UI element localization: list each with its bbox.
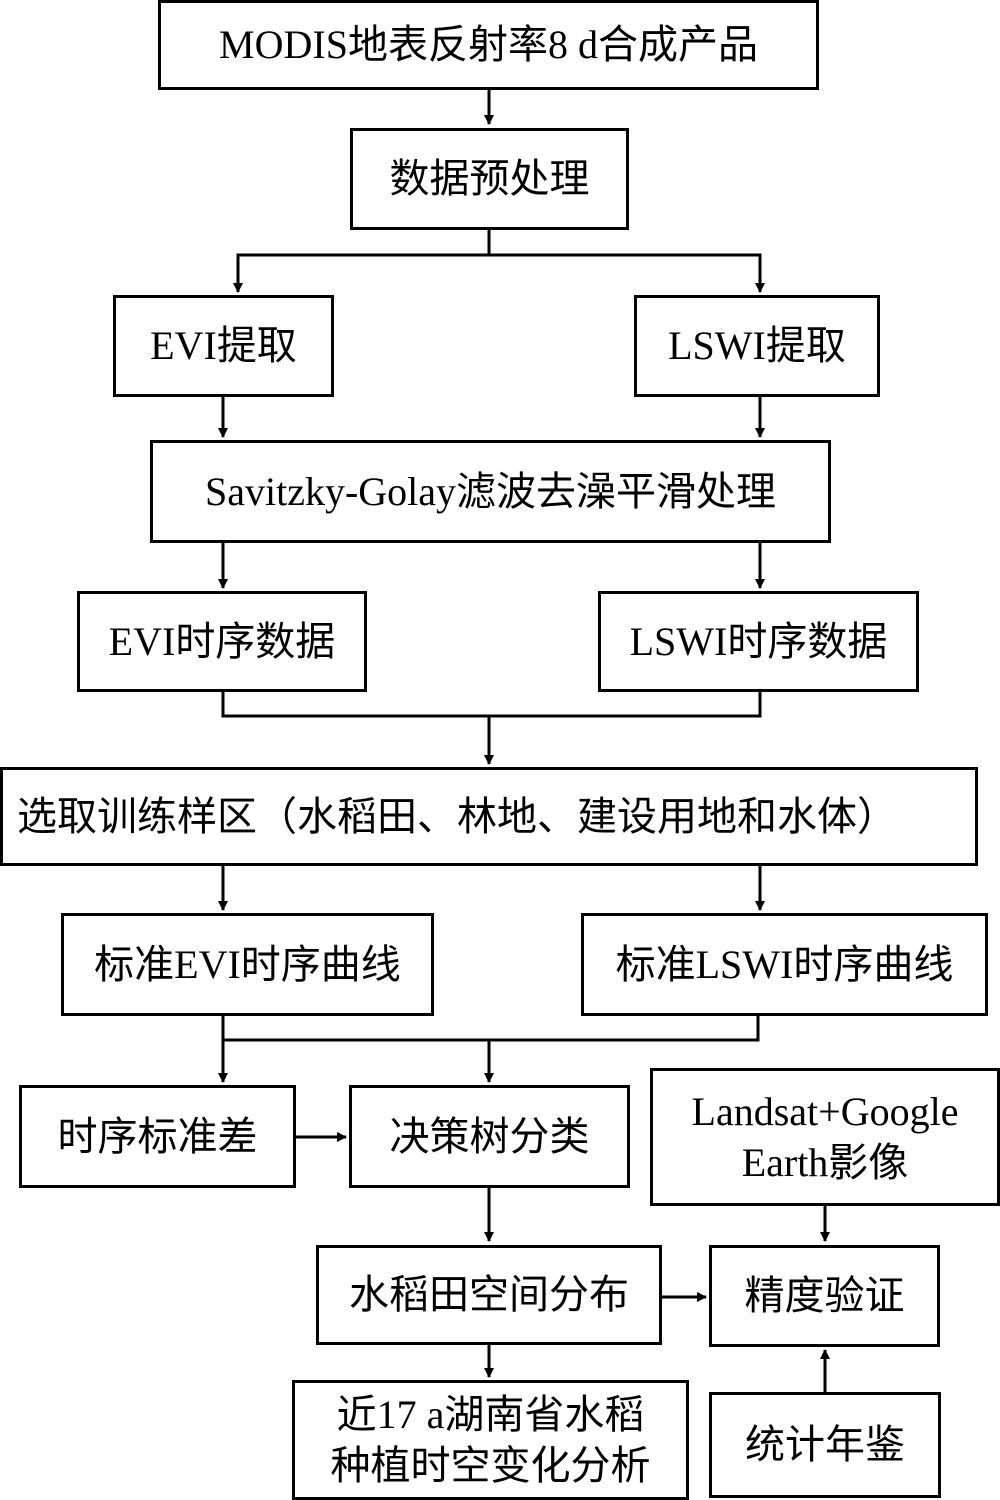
lswi-series-box: LSWI时序数据 — [598, 591, 919, 692]
evi-series-box: EVI时序数据 — [77, 591, 367, 692]
accuracy-validation-label: 精度验证 — [744, 1273, 905, 1319]
arrow-preprocess-lswi — [489, 253, 765, 293]
std-lswi-curve-label: 标准LSWI时序曲线 — [615, 941, 954, 987]
training-samples-box: 选取训练样区（水稻田、林地、建设用地和水体） — [0, 767, 978, 866]
lswi-extract-label: LSWI提取 — [668, 323, 846, 369]
preprocess-box: 数据预处理 — [350, 128, 629, 230]
landsat-imagery-label-line1: Landsat+Google — [691, 1088, 959, 1134]
lswi-extract-box: LSWI提取 — [634, 295, 880, 397]
modis-product-box: MODIS地表反射率8 d合成产品 — [158, 0, 819, 90]
connector-series-merge — [221, 692, 762, 718]
evi-series-label: EVI时序数据 — [108, 618, 336, 664]
arrow-preprocess-split — [233, 230, 491, 293]
training-samples-label: 选取训练样区（水稻田、林地、建设用地和水体） — [17, 793, 897, 839]
sg-filter-box: Savitzky-Golay滤波去澡平滑处理 — [150, 440, 831, 543]
evi-extract-box: EVI提取 — [113, 295, 334, 397]
lswi-series-label: LSWI时序数据 — [629, 618, 888, 664]
connector-std-merge — [221, 1016, 760, 1042]
rice-distribution-box: 水稻田空间分布 — [316, 1245, 662, 1345]
std-evi-curve-label: 标准EVI时序曲线 — [94, 941, 401, 987]
preprocess-label: 数据预处理 — [389, 156, 590, 202]
modis-product-label: MODIS地表反射率8 d合成产品 — [219, 22, 758, 68]
sg-filter-label: Savitzky-Golay滤波去澡平滑处理 — [204, 468, 777, 514]
evi-extract-label: EVI提取 — [150, 323, 297, 369]
landsat-imagery-label-line2: Earth影像 — [741, 1140, 909, 1185]
ts-std-dev-label: 时序标准差 — [57, 1113, 258, 1159]
ts-std-dev-box: 时序标准差 — [19, 1085, 296, 1188]
decision-tree-label: 决策树分类 — [389, 1113, 590, 1159]
spatiotemporal-analysis-label-line2: 种植时空变化分析 — [330, 1443, 651, 1488]
std-lswi-curve-box: 标准LSWI时序曲线 — [581, 913, 988, 1016]
decision-tree-box: 决策树分类 — [349, 1085, 630, 1188]
std-evi-curve-box: 标准EVI时序曲线 — [61, 913, 434, 1016]
spatiotemporal-analysis-box: 近17 a湖南省水稻 种植时空变化分析 — [292, 1380, 689, 1500]
statistical-yearbook-box: 统计年鉴 — [709, 1392, 941, 1498]
landsat-imagery-box: Landsat+Google Earth影像 — [650, 1068, 1000, 1206]
rice-distribution-label: 水稻田空间分布 — [349, 1272, 629, 1318]
statistical-yearbook-label: 统计年鉴 — [745, 1422, 905, 1468]
spatiotemporal-analysis-label-line1: 近17 a湖南省水稻 — [336, 1391, 645, 1437]
accuracy-validation-box: 精度验证 — [709, 1245, 940, 1347]
